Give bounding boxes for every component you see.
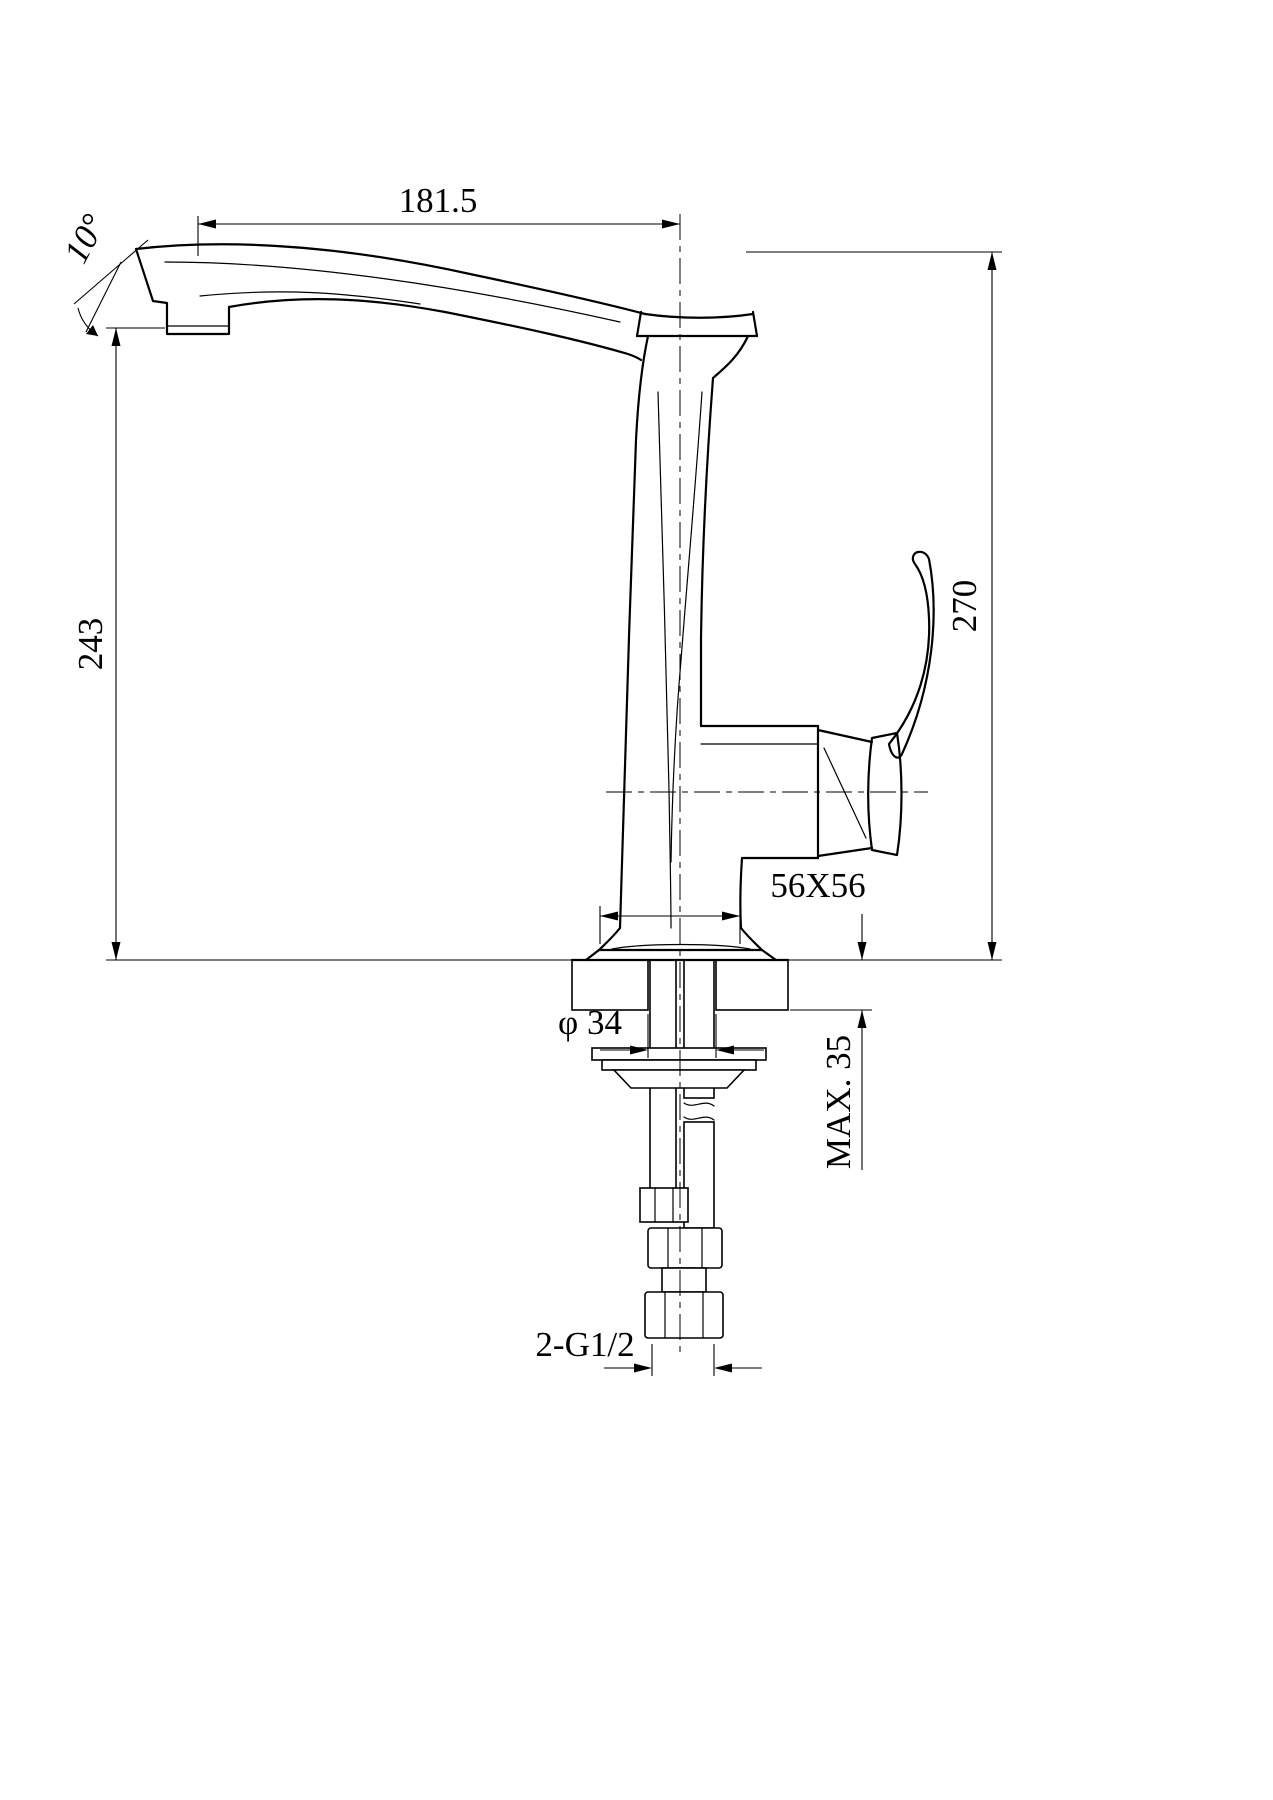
aerator-outline [151, 299, 231, 336]
dim-spout-reach-label: 181.5 [399, 181, 478, 220]
column-right-lower-edge [739, 856, 744, 930]
spout-underside [227, 298, 643, 362]
dim-spout-height: 243 [71, 327, 572, 961]
hose-hex-nut-upper [647, 1227, 723, 1269]
spout-inner-line [199, 291, 421, 305]
body-cap-crown [643, 312, 755, 319]
dim-hole-diameter-label: φ 34 [558, 1003, 622, 1042]
column-right-edge [699, 334, 750, 728]
faucet-body [134, 243, 935, 962]
dim-spout-angle: 10° [56, 208, 149, 337]
mounting-washer-assembly [591, 1047, 767, 1089]
hose-connector-pipe [661, 1267, 707, 1293]
base-skirt-right [760, 948, 778, 962]
dim-max-deck-thickness: MAX. 35 [790, 914, 872, 1170]
dim-max-deck-thickness-label: MAX. 35 [819, 1035, 858, 1169]
centerlines [606, 214, 928, 1352]
column-inner-curve-left [657, 391, 672, 929]
dim-spout-height-label: 243 [71, 618, 110, 671]
spout-spine-line [164, 261, 621, 323]
handle-lever [887, 550, 935, 759]
counter-right-hatched [715, 959, 789, 1011]
washer-plate-small [601, 1059, 757, 1071]
base-flare-left [597, 926, 622, 952]
spout-top-edge [134, 243, 647, 316]
dim-spout-angle-label: 10° [56, 208, 113, 270]
dim-spout-reach: 181.5 [197, 181, 680, 256]
dim-hole-diameter: φ 34 [558, 1003, 764, 1058]
under-counter-parts [591, 959, 767, 1339]
valve-cone-bottom [816, 846, 874, 858]
base-skirt-left [584, 948, 601, 962]
column-left-edge [618, 334, 650, 930]
dim-inlet-thread-label: 2-G1/2 [535, 1325, 634, 1364]
base-inner-arc [611, 943, 751, 950]
spout-tip-face [134, 247, 155, 303]
dim-total-height: 270 [746, 251, 1002, 961]
mounting-nut [612, 1069, 746, 1089]
body-cap-right-edge [751, 310, 759, 338]
hose-hex-nut-lower [644, 1291, 724, 1339]
valve-cone-top [816, 728, 874, 744]
column-inner-curve-right [670, 391, 703, 863]
dim-base-size-label: 56X56 [770, 866, 865, 905]
body-cap-left-edge [635, 310, 643, 338]
valve-cone-diagonal [823, 747, 867, 839]
stud-end-fitting [639, 1187, 689, 1223]
dim-base-size: 56X56 [599, 866, 866, 944]
hose-break-squiggle [683, 1102, 715, 1121]
base-flare-right [739, 926, 764, 952]
dim-inlet-thread: 2-G1/2 [535, 1325, 762, 1376]
valve-flange [867, 731, 903, 857]
dim-total-height-label: 270 [945, 580, 984, 633]
